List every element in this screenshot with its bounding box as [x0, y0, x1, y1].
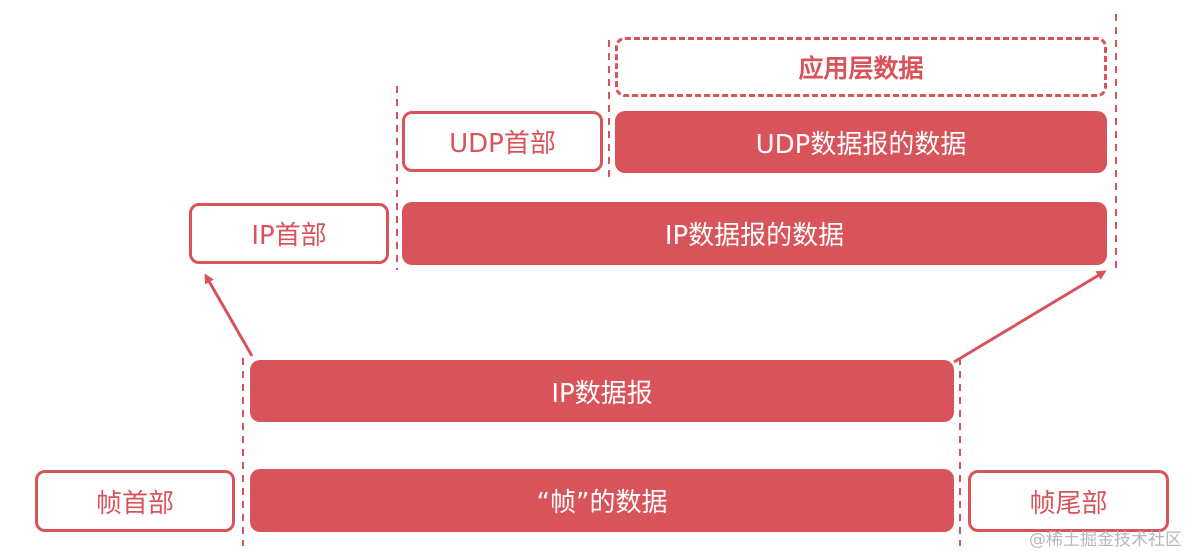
frame-header-label: 帧首部	[95, 488, 174, 519]
ip-datagram-label: IP数据报	[551, 378, 653, 409]
frame-data-box: “帧”的数据	[250, 469, 954, 532]
udp-header-box: UDP首部	[402, 111, 603, 172]
ip-data-box: IP数据报的数据	[402, 202, 1107, 265]
application-data-box: 应用层数据	[615, 37, 1107, 97]
frame-data-label: “帧”的数据	[536, 488, 668, 518]
frame-trailer-label: 帧尾部	[1029, 488, 1108, 519]
ip-header-box: IP首部	[189, 203, 389, 264]
ip-datagram-box: IP数据报	[250, 360, 954, 422]
watermark: @稀土掘金技术社区	[1029, 530, 1182, 550]
arrow-to-ip-data	[953, 270, 1107, 364]
ip-header-label: IP首部	[251, 221, 327, 251]
arrow-to-ip-header	[204, 273, 254, 357]
frame-trailer-box: 帧尾部	[968, 470, 1169, 532]
ip-data-label: IP数据报的数据	[664, 221, 845, 251]
application-data-label: 应用层数据	[798, 54, 924, 83]
udp-data-label: UDP数据报的数据	[755, 129, 967, 160]
frame-header-box: 帧首部	[35, 470, 235, 532]
udp-header-label: UDP首部	[449, 129, 556, 159]
udp-data-box: UDP数据报的数据	[615, 111, 1107, 173]
